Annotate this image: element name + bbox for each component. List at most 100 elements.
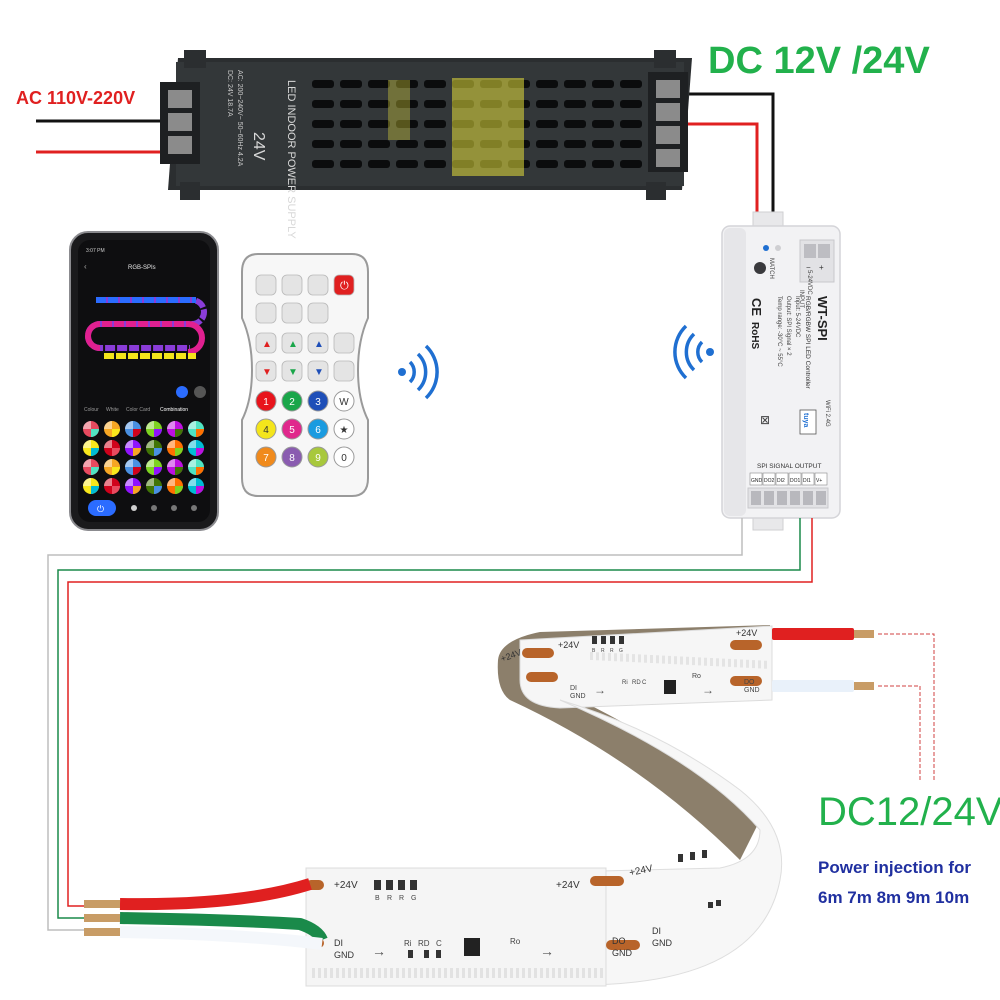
phone-tab[interactable]: White	[106, 407, 119, 413]
output-screws	[751, 491, 826, 505]
remote-function-button[interactable]	[307, 302, 329, 324]
phone-color-swatch[interactable]	[83, 421, 99, 437]
output-screw[interactable]	[764, 491, 774, 505]
psu-vent-slot	[396, 100, 418, 108]
remote-function-button[interactable]	[281, 274, 303, 296]
output-screw[interactable]	[790, 491, 800, 505]
phone-mode-toggle[interactable]	[176, 386, 188, 398]
phone-tab-bar: Colour White Color Card Combination	[84, 407, 188, 413]
phone-settings-toggle[interactable]	[194, 386, 206, 398]
remote-function-button[interactable]	[255, 360, 277, 382]
dc-injection-label: DC12/24V	[818, 790, 1000, 834]
remote-function-button[interactable]	[281, 332, 303, 354]
pad-data-top-right	[730, 676, 762, 686]
match-button[interactable]	[754, 262, 766, 274]
phone-color-swatch[interactable]	[146, 421, 162, 437]
phone-color-swatch[interactable]	[146, 478, 162, 494]
phone-color-swatch[interactable]	[83, 478, 99, 494]
remote-function-button[interactable]	[281, 302, 303, 324]
led-dot	[396, 968, 399, 978]
phone-color-swatch[interactable]	[104, 459, 120, 475]
psu-vent-slot	[340, 120, 362, 128]
remote-number-key[interactable]	[281, 418, 303, 440]
phone-color-swatch[interactable]	[188, 421, 204, 437]
remote-number-key[interactable]	[281, 446, 303, 468]
label-plus24-top-c: +24V	[736, 628, 757, 638]
output-screw[interactable]	[751, 491, 761, 505]
output-screw[interactable]	[803, 491, 813, 505]
phone-color-swatch[interactable]	[167, 421, 183, 437]
output-screw[interactable]	[777, 491, 787, 505]
phone-color-swatch[interactable]	[167, 478, 183, 494]
remote-number-key[interactable]	[307, 418, 329, 440]
phone-back-icon[interactable]: ‹	[84, 262, 87, 271]
phone-tab[interactable]: Color Card	[126, 407, 150, 413]
remote-function-button[interactable]	[281, 360, 303, 382]
phone-color-swatch[interactable]	[167, 440, 183, 456]
phone-color-swatch[interactable]	[146, 440, 162, 456]
phone-color-swatch[interactable]	[125, 421, 141, 437]
controller-match-label: MATCH	[768, 258, 774, 279]
remote-number-key[interactable]	[281, 390, 303, 412]
controller-model: WT-SPI	[815, 296, 830, 341]
remote-number-key[interactable]	[255, 446, 277, 468]
led-dot	[330, 968, 333, 978]
dc-output-label: DC 12V /24V	[708, 40, 930, 82]
psu-vent-slot	[564, 160, 586, 168]
remote-number-key[interactable]	[333, 418, 355, 440]
remote-function-button[interactable]	[307, 274, 329, 296]
remote-function-button[interactable]	[307, 332, 329, 354]
phone-color-swatch[interactable]	[188, 459, 204, 475]
controller-spec-2: Output: SPI Signal × 2	[785, 296, 791, 356]
phone-color-swatch[interactable]	[146, 459, 162, 475]
phone-color-swatch[interactable]	[188, 478, 204, 494]
psu-vent-slot	[592, 80, 614, 88]
remote-number-key[interactable]	[333, 390, 355, 412]
led-dot	[474, 968, 477, 978]
phone-color-swatch[interactable]	[125, 478, 141, 494]
psu-vent-slot	[368, 80, 390, 88]
remote-number-key[interactable]	[255, 390, 277, 412]
psu-vent-slot	[312, 100, 334, 108]
led-dot	[312, 968, 315, 978]
phone-color-swatch[interactable]	[104, 421, 120, 437]
remote-function-button[interactable]	[255, 332, 277, 354]
remote-function-button[interactable]	[307, 360, 329, 382]
phone-color-swatch[interactable]	[104, 478, 120, 494]
phone-color-swatch[interactable]	[125, 459, 141, 475]
phone-color-swatch[interactable]	[188, 440, 204, 456]
phone-color-swatch[interactable]	[83, 459, 99, 475]
remote-function-button[interactable]	[255, 302, 277, 324]
led-dot	[594, 968, 597, 978]
remote-number-key[interactable]	[307, 446, 329, 468]
remote-arrow-icon: ▲	[262, 339, 272, 350]
output-screw[interactable]	[816, 491, 826, 505]
remote-number-key[interactable]	[307, 390, 329, 412]
output-pin-box	[788, 472, 802, 486]
remote-function-button[interactable]	[333, 360, 355, 382]
label-gnd-top: GND	[570, 693, 586, 700]
phone-power-button[interactable]	[88, 500, 116, 516]
remote-power-button[interactable]	[333, 274, 355, 296]
remote-number-key[interactable]	[333, 446, 355, 468]
label-plus24-lower-c: +24V	[628, 863, 654, 879]
phone-tab[interactable]: Combination	[160, 407, 188, 413]
label-gnd-top-right: GND	[744, 687, 760, 694]
psu-vent-slot	[592, 100, 614, 108]
remote-key-label: 2	[289, 397, 295, 408]
remote-function-button[interactable]	[255, 274, 277, 296]
phone-color-swatch[interactable]	[125, 440, 141, 456]
led-dot	[728, 658, 731, 667]
power-supply: LED INDOOR POWER SUPPLY 24V AC: 200~240V…	[160, 50, 692, 239]
phone-color-swatch[interactable]	[167, 459, 183, 475]
phone-color-swatch[interactable]	[104, 440, 120, 456]
led-dot	[590, 652, 593, 660]
phone-tab[interactable]: Colour	[84, 407, 99, 413]
phone-color-swatch[interactable]	[83, 440, 99, 456]
remote-number-key[interactable]	[255, 418, 277, 440]
remote-arrow-icon: ▼	[314, 367, 324, 378]
controller-wifi-label: WiFi 2.4G	[824, 400, 830, 427]
remote-function-button[interactable]	[333, 332, 355, 354]
led-chip-label: B	[592, 648, 596, 654]
led-dot	[576, 968, 579, 978]
